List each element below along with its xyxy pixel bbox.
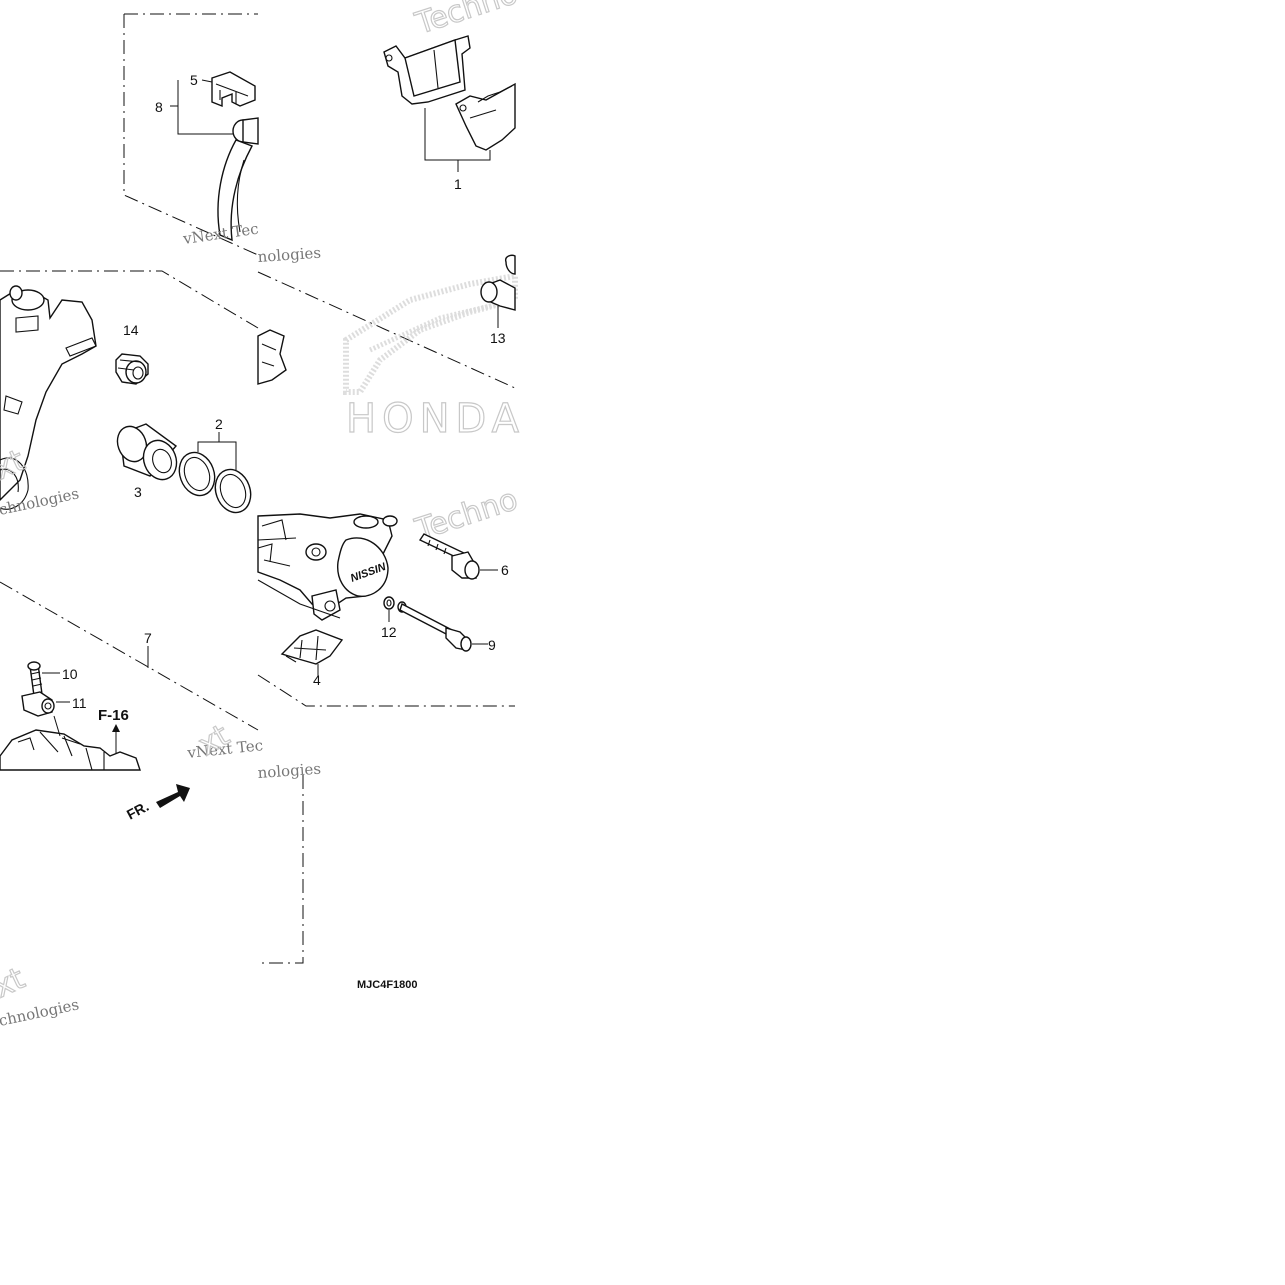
tile-direction: nologies FR. MJC4F1800 chnologies xt — [0, 760, 418, 1030]
callout-8: 8 — [155, 99, 163, 115]
diagram-code: MJC4F1800 — [357, 979, 418, 991]
washer-part — [383, 596, 395, 610]
watermark-nologies-2: nologies — [257, 760, 322, 782]
callout-11: 11 — [72, 695, 87, 711]
callout-4: 4 — [313, 672, 321, 688]
watermark-nologies-1: nologies — [257, 244, 322, 266]
brake-pad-rear-part — [455, 82, 516, 151]
bleeder-screw-part — [27, 661, 43, 697]
pad-spring-clip-part — [211, 71, 256, 108]
callout-7: 7 — [144, 630, 152, 646]
tile-piston-seals: 14 3 2 chnologies xt — [0, 270, 287, 519]
callout-10: 10 — [62, 666, 78, 682]
piston-seal-set-part — [178, 451, 252, 514]
watermark-techno-top: Techno — [411, 0, 522, 42]
tile-caliper-assembly: 7 10 11 F-16 vNext Tec xt — [0, 581, 264, 771]
front-direction-label: FR. — [124, 798, 151, 823]
front-direction-arrow: FR. — [124, 784, 190, 823]
callout-14: 14 — [123, 322, 139, 338]
reference-label: F-16 — [98, 707, 129, 724]
tile-logo-pin: HONDA 13 — [257, 254, 525, 443]
callout-9: 9 — [488, 637, 496, 653]
caliper-piston-part — [116, 423, 178, 481]
callout-1: 1 — [454, 176, 462, 192]
watermark-technologies-left: chnologies — [0, 484, 81, 519]
watermark-honda: HONDA — [346, 396, 525, 442]
caliper-assembly-part — [0, 729, 141, 771]
honda-wing-watermark — [343, 272, 518, 395]
caliper-body-part: NISSIN — [257, 513, 393, 621]
tile-bracket-pin: 5 8 vNext Tec — [123, 13, 260, 256]
caliper-bracket-part — [0, 285, 97, 510]
slide-pin-boot-part — [480, 254, 516, 311]
bleeder-cap-part — [21, 691, 55, 717]
callout-3: 3 — [134, 484, 142, 500]
pad-spring-part — [280, 629, 344, 665]
tile-caliper-body: Techno NISSIN 6 — [257, 481, 523, 707]
tile-brake-pads: Techno 1 nologies — [257, 0, 522, 266]
callout-6: 6 — [501, 562, 509, 578]
callout-5: 5 — [190, 72, 198, 88]
watermark-vnext-tec: vNext Tec — [181, 220, 260, 249]
watermark-xt-bottom: xt — [0, 961, 30, 1005]
pin-boot-part — [115, 353, 149, 385]
callout-2: 2 — [215, 416, 223, 432]
callout-13: 13 — [490, 330, 506, 346]
brake-pad-front-part — [383, 35, 471, 105]
caliper-bracket-pin-part — [217, 117, 259, 242]
caliper-pin-a-part — [418, 533, 480, 580]
callout-12: 12 — [381, 624, 397, 640]
caliper-pin-b-part — [397, 601, 472, 652]
